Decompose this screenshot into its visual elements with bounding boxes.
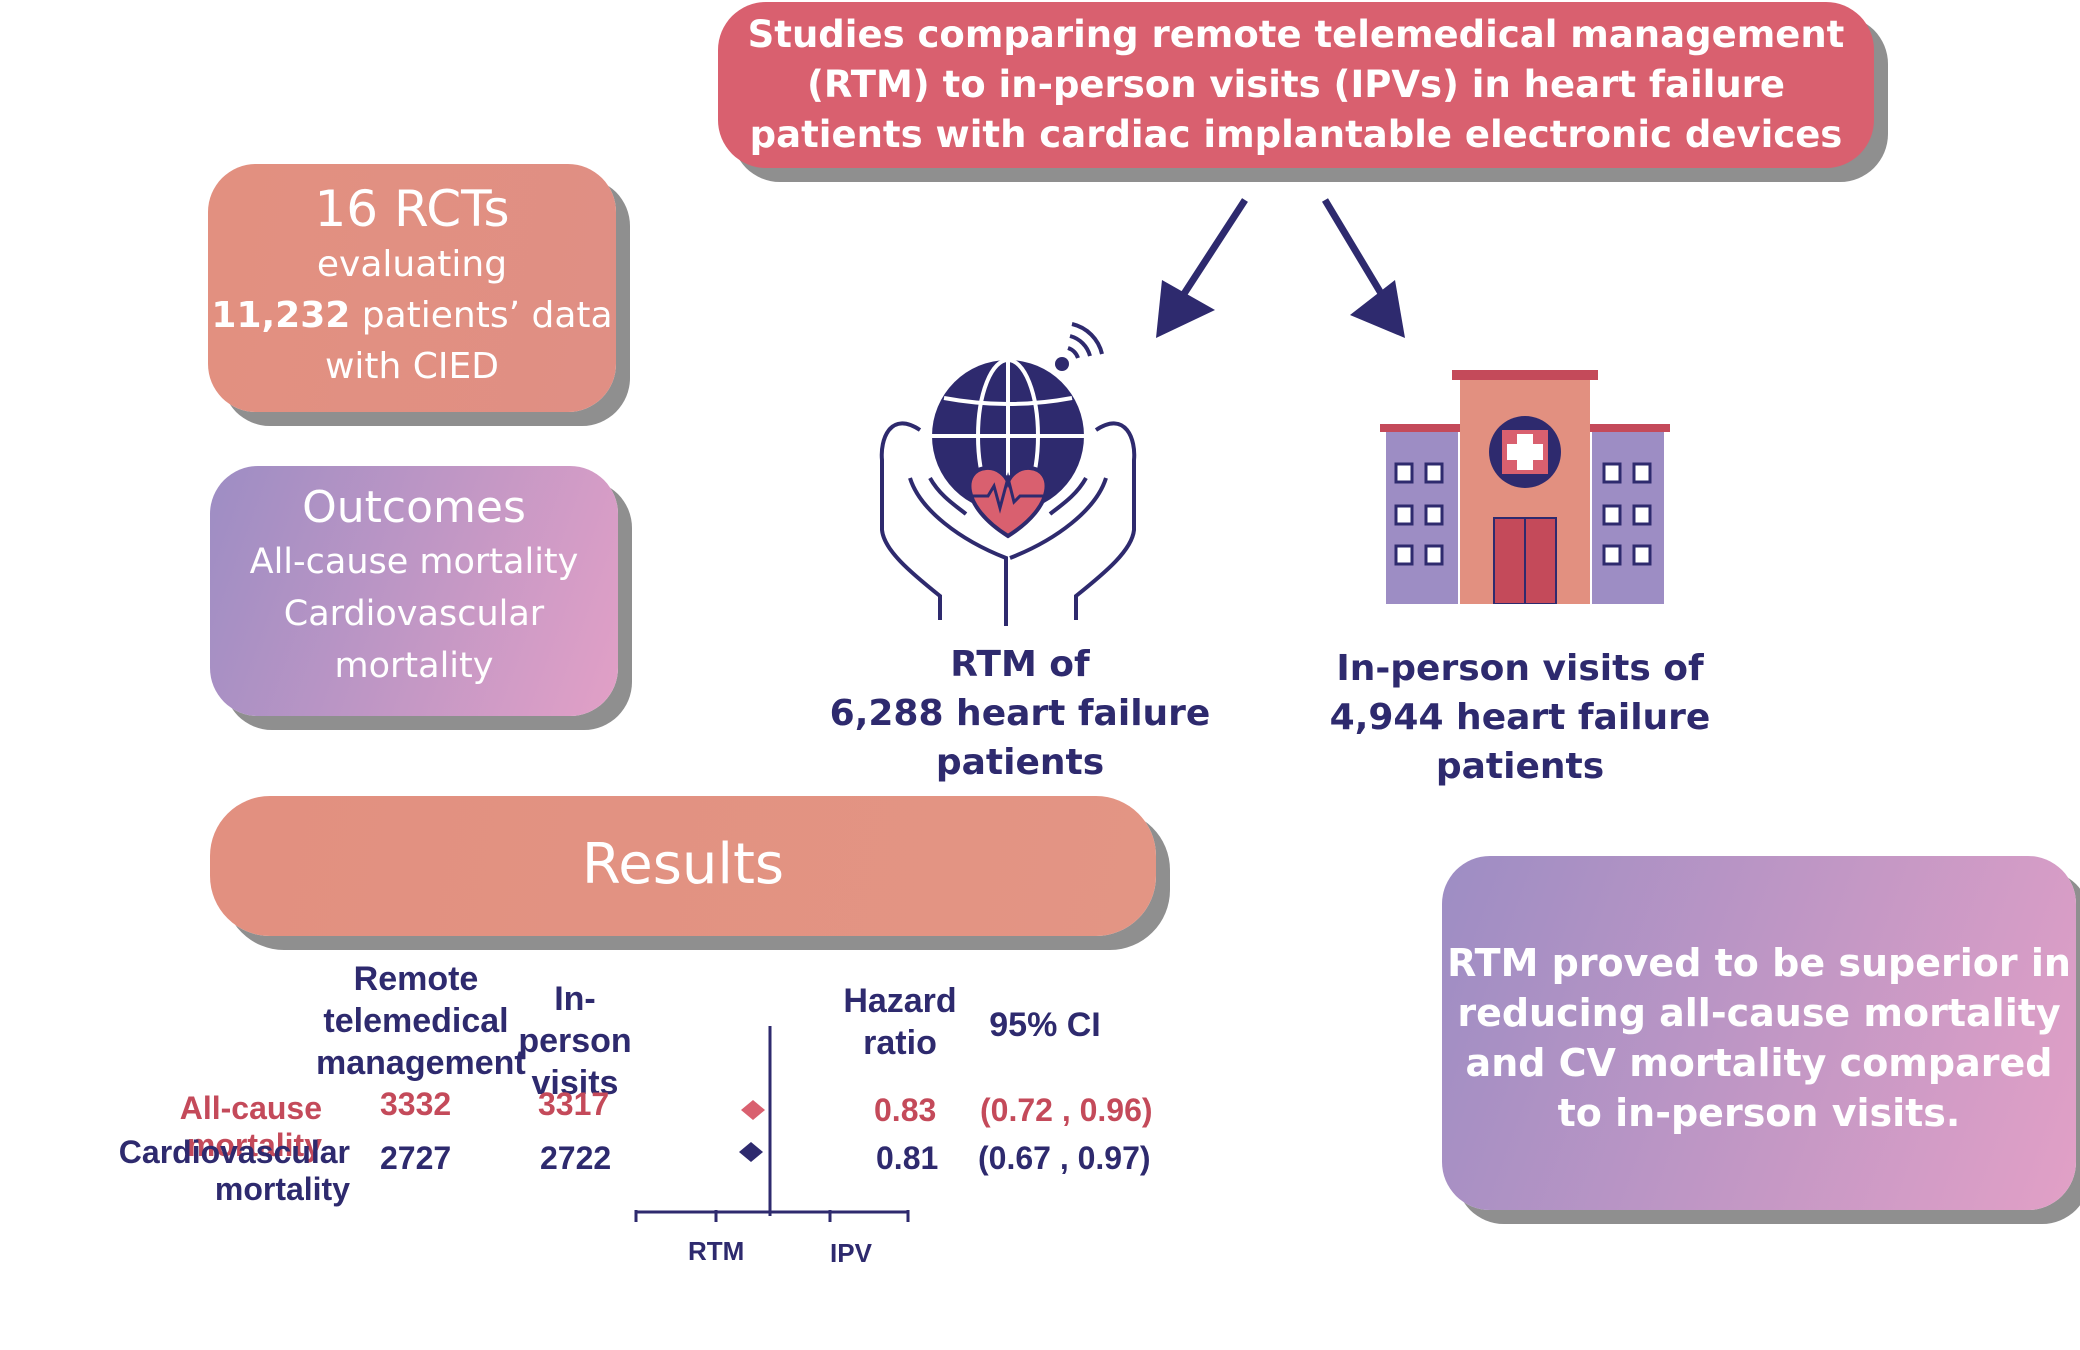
title-box: Studies comparing remote telemedical man… xyxy=(718,2,1874,168)
row-rtm-cv: 2727 xyxy=(380,1140,452,1176)
ipv-line-1: In-person visits of xyxy=(1336,648,1704,689)
rtm-line-3: patients xyxy=(935,742,1105,783)
rtm-line-2: 6,288 heart failure xyxy=(829,693,1211,734)
col-hr-2: ratio xyxy=(863,1024,937,1062)
diamond-cv xyxy=(739,1142,763,1162)
rcts-patients-text: patients’ data xyxy=(350,295,613,336)
axis-label-ipv: IPV xyxy=(830,1238,872,1268)
rtm-line-1: RTM of xyxy=(950,644,1090,685)
forest-plot xyxy=(634,1026,910,1222)
col-header-hr: Hazard ratio xyxy=(830,980,970,1064)
ipv-line-2: 4,944 heart failure xyxy=(1329,697,1711,738)
rcts-patients: 11,232 patients’ data xyxy=(208,290,616,342)
col-header-ipv: In-person visits xyxy=(500,978,650,1104)
conclusion-box: RTM proved to be superior in reducing al… xyxy=(1442,856,2076,1210)
row-ipv-cv: 2722 xyxy=(540,1140,612,1176)
results-title: Results xyxy=(581,832,785,897)
title-line-1: Studies comparing remote telemedical man… xyxy=(747,13,1845,56)
row-ci-cv: (0.67 , 0.97) xyxy=(978,1140,1151,1176)
rcts-count: 16 RCTs xyxy=(314,180,510,238)
row-hr-all-cause: 0.83 xyxy=(874,1092,937,1128)
wifi-signal-icon xyxy=(1055,322,1104,371)
col-header-rtm: Remote telemedical management xyxy=(316,958,526,1084)
ipv-group-label: In-person visits of 4,944 heart failure … xyxy=(1320,644,1720,791)
rcts-cied: with CIED xyxy=(324,346,500,387)
outcomes-title: Outcomes xyxy=(302,482,526,533)
title-line-2: (RTM) to in-person visits (IPVs) in hear… xyxy=(806,63,1786,106)
outcomes-line-1: All-cause mortality xyxy=(249,542,579,582)
ipv-line-3: patients xyxy=(1435,746,1605,787)
outcomes-line-2: Cardiovascular xyxy=(283,594,545,634)
row-rtm-all-cause: 3332 xyxy=(380,1086,452,1122)
rcts-patients-count: 11,232 xyxy=(211,295,351,336)
results-banner: Results xyxy=(210,796,1156,936)
diamond-all-cause xyxy=(741,1100,765,1120)
rtm-group-label: RTM of 6,288 heart failure patients xyxy=(820,640,1220,787)
conclusion-line-3: and CV mortality compared xyxy=(1465,1041,2053,1085)
row-ipv-all-cause: 3317 xyxy=(538,1086,610,1122)
arrows xyxy=(1156,198,1405,338)
conclusion-line-2: reducing all-cause mortality xyxy=(1457,991,2061,1035)
hospital-icon xyxy=(1370,370,1670,604)
col-hr-1: Hazard xyxy=(843,982,957,1020)
conclusion-line-4: to in-person visits. xyxy=(1557,1091,1961,1135)
col-header-ci: 95% CI xyxy=(989,1006,1101,1044)
col-rtm-2: telemedical xyxy=(323,1002,509,1040)
outcomes-box: Outcomes All-cause mortality Cardiovascu… xyxy=(210,466,618,716)
telemedicine-globe-icon xyxy=(879,322,1137,626)
row-label-cv: Cardiovascular mortality xyxy=(118,1134,350,1207)
rcts-box: 16 RCTs evaluating 11,232 patients’ data… xyxy=(208,164,616,412)
axis-label-rtm: RTM xyxy=(688,1236,745,1266)
row-hr-cv: 0.81 xyxy=(876,1140,939,1176)
title-line-3: patients with cardiac implantable electr… xyxy=(749,113,1843,156)
arrow-right-icon xyxy=(1321,198,1405,338)
arrow-left-icon xyxy=(1156,198,1248,338)
outcomes-line-3: mortality xyxy=(334,646,494,686)
conclusion-line-1: RTM proved to be superior in xyxy=(1447,941,2071,985)
col-rtm-1: Remote xyxy=(353,960,479,998)
row-label-all-cause: All-cause mortality xyxy=(179,1090,322,1163)
col-ipv-2: visits xyxy=(531,1064,619,1102)
rcts-evaluating: evaluating xyxy=(316,244,508,285)
row-ci-all-cause: (0.72 , 0.96) xyxy=(980,1092,1153,1128)
col-ipv-1: In-person xyxy=(518,980,632,1060)
col-rtm-3: management xyxy=(316,1044,526,1082)
